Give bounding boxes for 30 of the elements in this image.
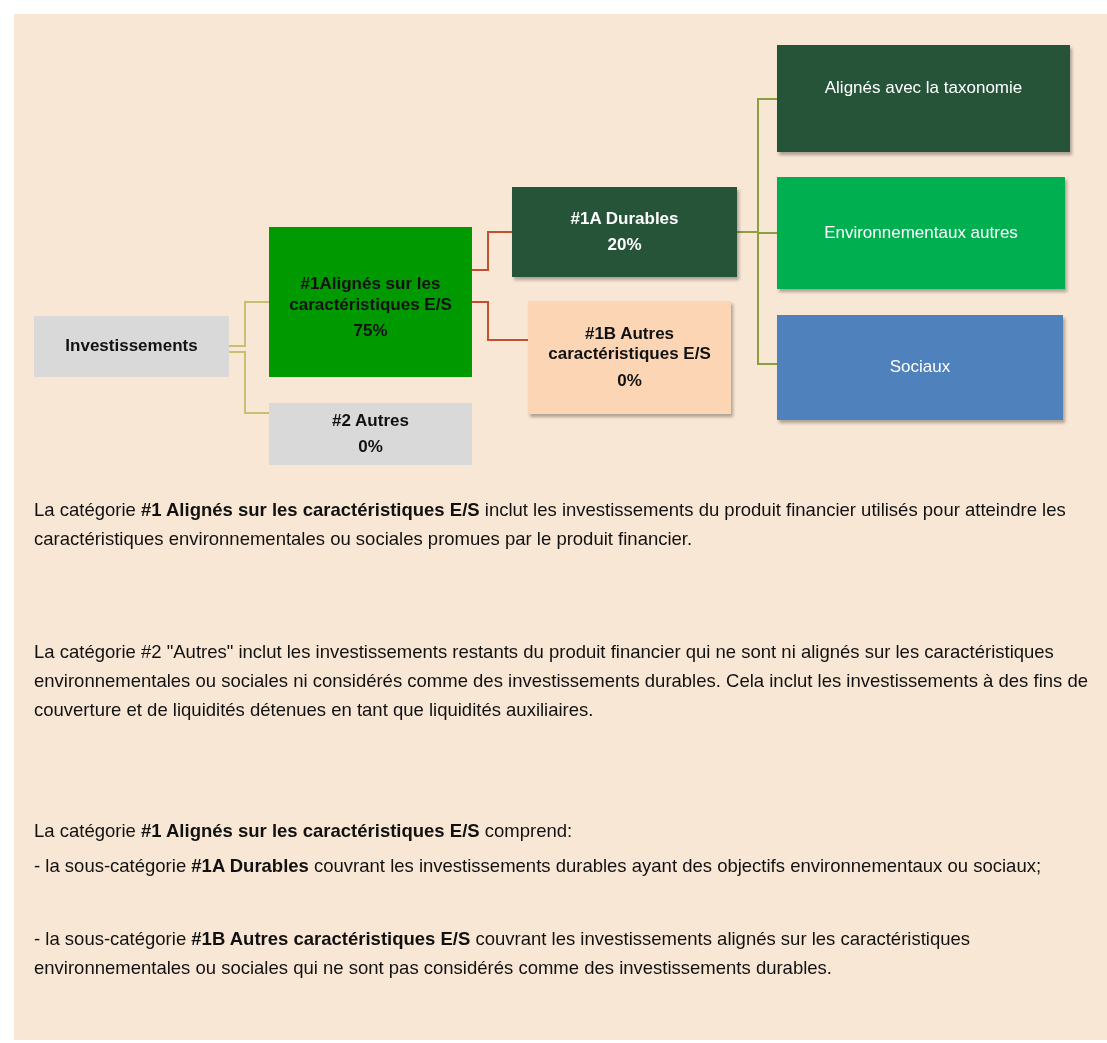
category-box bbox=[34, 316, 229, 377]
connector-line bbox=[736, 231, 778, 365]
category-label: Alignés avec la taxonomie bbox=[824, 78, 1023, 99]
description-paragraph: La catégorie #1 Alignés sur les caractéristiques E/S inclut les investissements du produit financier utilisés pour atteindre les caractéristiques environnementales ou sociales promues par le produit financier. bbox=[34, 498, 1067, 551]
description-paragraph: - la sous-catégorie #1B Autres caractéristiques E/S couvrant les investissements alignés sur les caractéristiques environnementales ou sociales qui ne sont pas considérés comme des investissements durables. bbox=[34, 927, 972, 980]
connector-line bbox=[471, 301, 529, 341]
description-paragraph: - la sous-catégorie #1A Durables couvrant les investissements durables ayant des objectifs environnementaux ou sociaux; bbox=[34, 854, 1043, 878]
category-box bbox=[777, 315, 1063, 420]
percentage-label: 20% bbox=[607, 235, 642, 256]
connector-line bbox=[471, 231, 513, 271]
category-label: Environnementaux autres bbox=[824, 222, 1018, 244]
percentage-label: 0% bbox=[358, 437, 383, 458]
connector-line bbox=[228, 351, 270, 414]
description-paragraph: La catégorie #2 "Autres" inclut les investissements restants du produit financier qui ne sont ni alignés sur les caractéristiques environnementales ou sociales ni considérés comme des investissements durables. Cela inclut les investissements à des fins de couverture et de liquidités détenues en tant que liquidités auxiliaires. bbox=[34, 640, 1089, 722]
category-box bbox=[777, 45, 1070, 152]
category-label: Investissements bbox=[65, 336, 198, 357]
connector-line bbox=[228, 301, 270, 347]
category-label: #1B Autres caractéristiques E/S bbox=[547, 323, 712, 365]
category-box bbox=[512, 187, 737, 277]
category-label: #2 Autres bbox=[332, 410, 409, 431]
category-box bbox=[777, 177, 1065, 289]
category-box bbox=[269, 403, 472, 465]
description-paragraph: La catégorie #1 Alignés sur les caractéristiques E/S comprend: bbox=[34, 819, 574, 843]
category-label: #1A Durables bbox=[570, 208, 679, 229]
percentage-label: 75% bbox=[353, 321, 388, 342]
category-box bbox=[528, 301, 731, 414]
category-box bbox=[269, 227, 472, 377]
percentage-label: 0% bbox=[617, 370, 642, 392]
category-label: Sociaux bbox=[889, 357, 951, 378]
category-label: #1Alignés sur les caractéristiques E/S bbox=[288, 274, 453, 316]
